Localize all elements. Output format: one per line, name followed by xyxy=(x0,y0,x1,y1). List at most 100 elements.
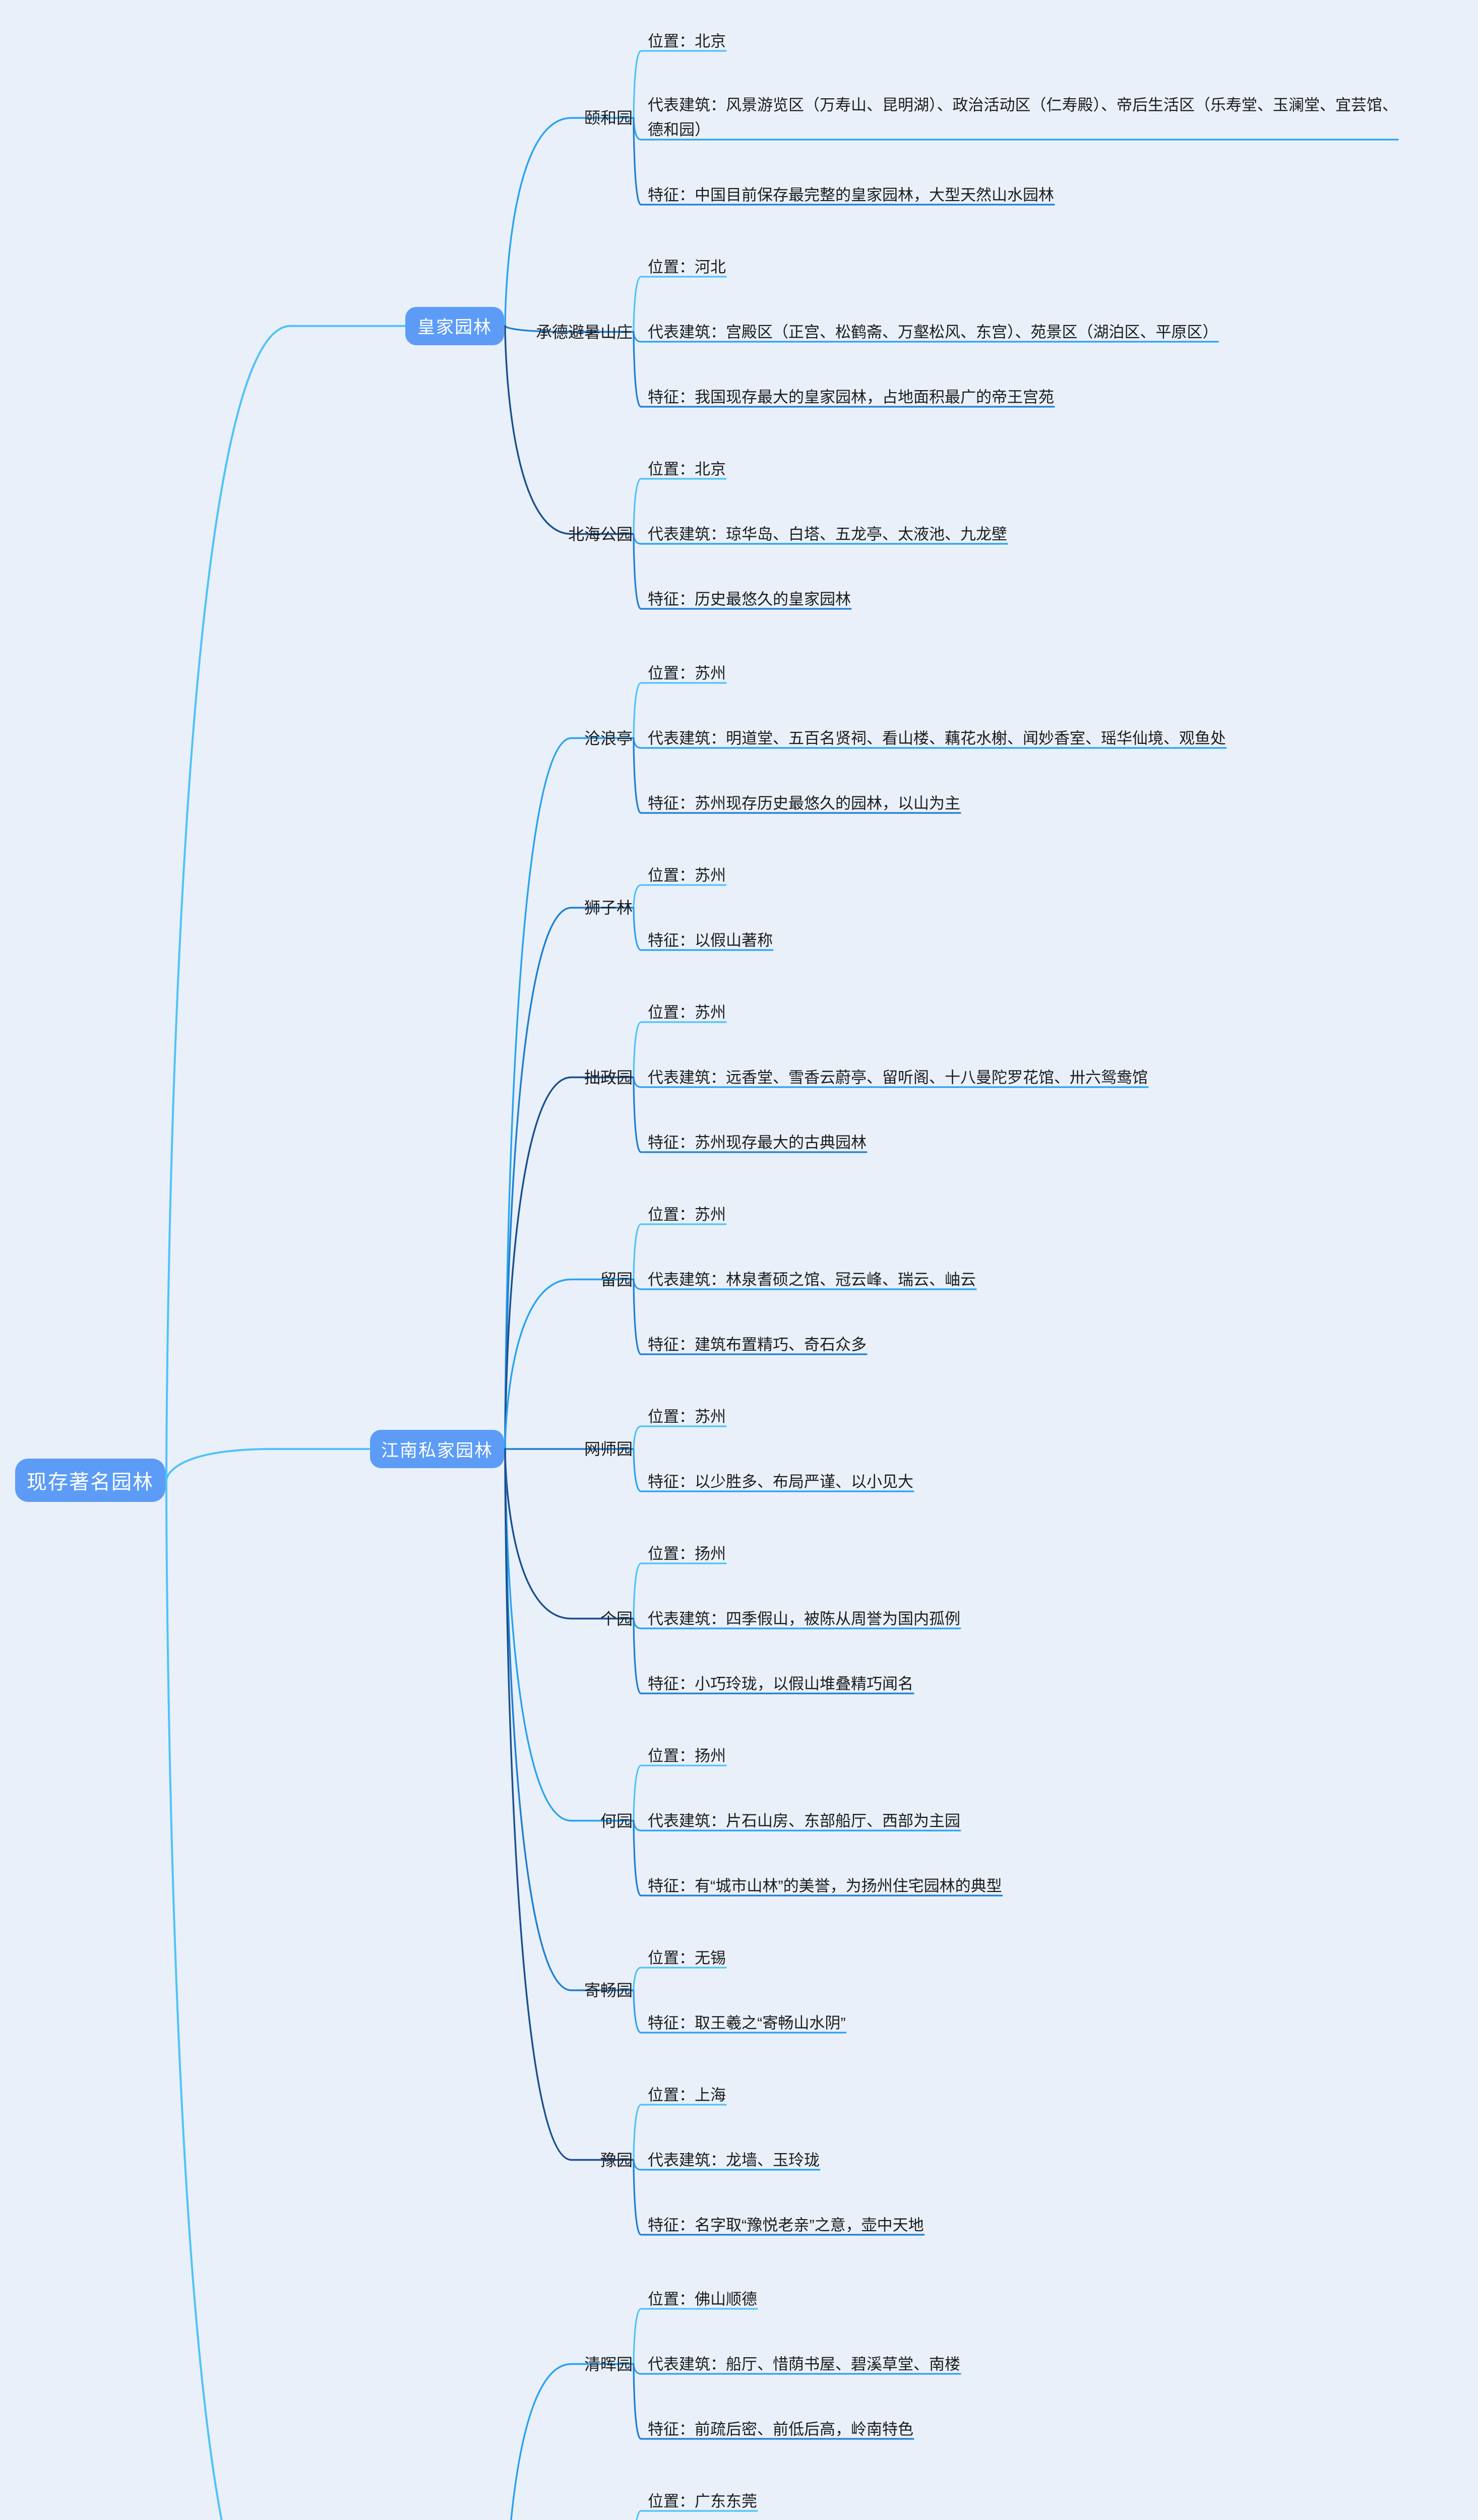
leaf-line: 代表建筑：琼华岛、白塔、五龙亭、太液池、九龙壁 xyxy=(648,525,1007,543)
connector-path xyxy=(636,2510,649,2520)
connector-path xyxy=(633,1967,649,1991)
leaf-line: 代表建筑：龙墙、玉玲珑 xyxy=(648,2151,820,2169)
leaf-node[interactable]: 特征：中国目前保存最完整的皇家园林，大型天然山水园林 xyxy=(648,183,1054,207)
garden-node[interactable]: 颐和园 xyxy=(584,108,633,127)
leaf-line: 代表建筑：四季假山，被陈从周誉为国内孤例 xyxy=(648,1609,960,1627)
leaf-node[interactable]: 特征：以假山著称 xyxy=(648,928,773,952)
leaf-line: 位置：河北 xyxy=(648,258,726,276)
leaf-node[interactable]: 位置：无锡 xyxy=(648,1946,726,1970)
garden-node[interactable]: 何园 xyxy=(600,1811,633,1830)
leaf-line: 代表建筑：宫殿区（正宫、松鹤斋、万壑松风、东宫）、苑景区（湖泊区、平原区） xyxy=(648,323,1218,341)
leaf-node[interactable]: 位置：苏州 xyxy=(648,1000,726,1024)
leaf-line: 德和园） xyxy=(648,121,710,139)
leaf-node[interactable]: 特征：小巧玲珑，以假山堆叠精巧闻名 xyxy=(648,1672,913,1695)
garden-node[interactable]: 北海公园 xyxy=(568,525,633,543)
leaf-node[interactable]: 代表建筑：琼华岛、白塔、五龙亭、太液池、九龙壁 xyxy=(648,522,1007,546)
leaf-line: 位置：扬州 xyxy=(648,1544,726,1562)
garden-node[interactable]: 寄畅园 xyxy=(584,1981,633,1999)
connector-path xyxy=(633,1278,649,1290)
leaf-node[interactable]: 特征：取王羲之“寄畅山水阴” xyxy=(648,2011,846,2035)
leaf-line: 位置：上海 xyxy=(648,2086,726,2104)
leaf-line: 位置：苏州 xyxy=(648,1407,726,1425)
connector-path xyxy=(633,1021,649,1079)
leaf-line: 特征：前疏后密、前低后高，岭南特色 xyxy=(648,2420,913,2438)
connector-path xyxy=(633,1076,649,1153)
garden-node[interactable]: 狮子林 xyxy=(584,898,633,917)
garden-node[interactable]: 豫园 xyxy=(600,2151,633,2169)
leaf-node[interactable]: 位置：苏州 xyxy=(648,661,726,685)
connector-path xyxy=(633,533,649,610)
leaf-line: 特征：取王羲之“寄畅山水阴” xyxy=(648,2013,846,2032)
connector-path xyxy=(633,884,649,909)
leaf-node[interactable]: 特征：以少胜多、布局严谨、以小见大 xyxy=(648,1470,913,1493)
connector-path xyxy=(504,1448,634,1620)
leaf-line: 特征：我国现存最大的皇家园林，占地面积最广的帝王宫苑 xyxy=(648,388,1054,406)
connector-path xyxy=(504,737,634,1450)
garden-node[interactable]: 拙政园 xyxy=(584,1068,633,1087)
category-node-2[interactable]: 江南私家园林 xyxy=(370,1430,504,1468)
leaf-line: 代表建筑：片石山房、东部船厅、西部为主园 xyxy=(648,1811,960,1830)
leaf-line: 位置：苏州 xyxy=(648,866,726,884)
leaf-node[interactable]: 特征：前疏后密、前低后高，岭南特色 xyxy=(648,2417,913,2441)
leaf-line: 代表建筑：远香堂、雪香云蔚亭、留听阁、十八曼陀罗花馆、卅六鸳鸯馆 xyxy=(648,1068,1148,1086)
leaf-node[interactable]: 位置：上海 xyxy=(648,2083,726,2107)
leaf-line: 位置：北京 xyxy=(648,460,726,478)
leaf-node[interactable]: 位置：苏州 xyxy=(648,863,726,887)
connector-path xyxy=(504,1448,634,1991)
connector-path xyxy=(504,1448,634,2161)
leaf-node[interactable]: 特征：历史最悠久的皇家园林 xyxy=(648,587,851,611)
connector-path xyxy=(633,1278,649,1355)
leaf-node[interactable]: 代表建筑：明道堂、五百名贤祠、看山楼、藕花水榭、闻妙香室、瑶华仙境、观鱼处 xyxy=(648,726,1226,750)
leaf-line: 位置：扬州 xyxy=(648,1746,726,1765)
root-node[interactable]: 现存著名园林 xyxy=(15,1459,165,1502)
leaf-line: 位置：佛山顺德 xyxy=(648,2290,757,2308)
leaf-node[interactable]: 位置：苏州 xyxy=(648,1405,726,1428)
leaf-node[interactable]: 位置：扬州 xyxy=(648,1744,726,1768)
category-node-1[interactable]: 皇家园林 xyxy=(405,306,504,345)
leaf-node[interactable]: 位置：苏州 xyxy=(648,1203,726,1226)
connector-path xyxy=(633,1223,649,1281)
leaf-node[interactable]: 代表建筑：林泉耆硕之馆、冠云峰、瑞云、岫云 xyxy=(648,1268,976,1291)
garden-node[interactable]: 个园 xyxy=(600,1609,633,1628)
connector-path xyxy=(633,533,649,545)
leaf-line: 代表建筑：船厅、惜荫书屋、碧溪草堂、南楼 xyxy=(648,2355,960,2373)
connector-path xyxy=(633,2159,649,2236)
leaf-node[interactable]: 特征：我国现存最大的皇家园林，占地面积最广的帝王宫苑 xyxy=(648,385,1054,409)
leaf-node[interactable]: 特征：名字取“豫悦老亲”之意，壶中天地 xyxy=(648,2213,924,2237)
leaf-node[interactable]: 位置：北京 xyxy=(648,457,726,481)
connector-path xyxy=(510,2363,634,2520)
garden-node[interactable]: 清晖园 xyxy=(584,2355,633,2373)
leaf-node[interactable]: 位置：北京 xyxy=(648,29,726,53)
leaf-node[interactable]: 代表建筑：片石山房、东部船厅、西部为主园 xyxy=(648,1809,960,1833)
leaf-node[interactable]: 位置：佛山顺德 xyxy=(648,2287,757,2311)
leaf-node[interactable]: 代表建筑：船厅、惜荫书屋、碧溪草堂、南楼 xyxy=(648,2352,960,2376)
connector-path xyxy=(633,1617,649,1694)
leaf-node[interactable]: 代表建筑：四季假山，被陈从周誉为国内孤例 xyxy=(648,1607,960,1630)
leaf-node[interactable]: 特征：苏州现存历史最悠久的园林，以山为主 xyxy=(648,791,960,815)
leaf-node[interactable]: 代表建筑：宫殿区（正宫、松鹤斋、万壑松风、东宫）、苑景区（湖泊区、平原区） xyxy=(648,320,1218,344)
leaf-node[interactable]: 代表建筑：龙墙、玉玲珑 xyxy=(648,2148,820,2172)
leaf-line: 特征：苏州现存历史最悠久的园林，以山为主 xyxy=(648,794,960,812)
garden-node[interactable]: 沧浪亭 xyxy=(584,729,633,747)
connector-path xyxy=(633,50,649,119)
garden-node[interactable]: 网师园 xyxy=(584,1439,633,1458)
garden-node[interactable]: 留园 xyxy=(600,1270,633,1289)
leaf-node[interactable]: 位置：河北 xyxy=(648,255,726,279)
leaf-node[interactable]: 特征：有“城市山林”的美誉，为扬州住宅园林的典型 xyxy=(648,1874,1002,1898)
leaf-node[interactable]: 位置：广东东莞 xyxy=(648,2489,757,2513)
connector-path xyxy=(165,1479,223,2520)
connector-path xyxy=(633,2159,649,2171)
leaf-line: 位置：无锡 xyxy=(648,1948,726,1967)
garden-node[interactable]: 承德避暑山庄 xyxy=(535,323,633,341)
leaf-line: 代表建筑：林泉耆硕之馆、冠云峰、瑞云、岫云 xyxy=(648,1270,976,1288)
connector-path xyxy=(633,117,649,141)
connector-path xyxy=(633,117,649,206)
leaf-node[interactable]: 代表建筑：远香堂、雪香云蔚亭、留听阁、十八曼陀罗花馆、卅六鸳鸯馆 xyxy=(648,1065,1148,1089)
leaf-node[interactable]: 特征：建筑布置精巧、奇石众多 xyxy=(648,1333,867,1356)
leaf-node[interactable]: 特征：苏州现存最大的古典园林 xyxy=(648,1130,867,1154)
leaf-node[interactable]: 代表建筑：风景游览区（万寿山、昆明湖）、政治活动区（仁寿殿）、帝后生活区（乐寿堂… xyxy=(648,93,1398,143)
leaf-node[interactable]: 位置：扬州 xyxy=(648,1542,726,1565)
connector-path xyxy=(165,325,406,1482)
connector-path xyxy=(633,737,649,749)
